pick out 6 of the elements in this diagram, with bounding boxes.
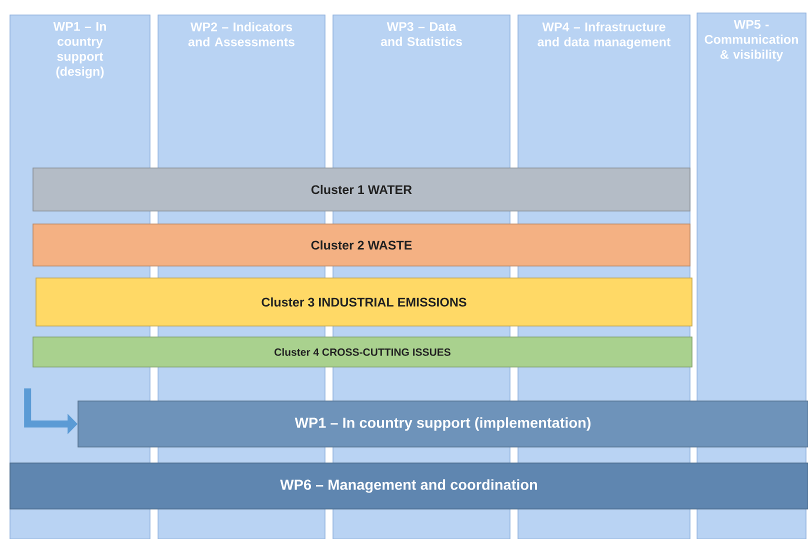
band-box: WP1 – In country support (implementation) xyxy=(78,400,808,448)
band-box: Cluster 1 WATER xyxy=(32,168,690,212)
band-box: Cluster 3 INDUSTRIAL EMISSIONS xyxy=(36,278,692,326)
band-box: Cluster 4 CROSS-CUTTING ISSUES xyxy=(32,336,692,368)
band-box: Cluster 2 WASTE xyxy=(32,224,690,266)
band-box: WP6 – Management and coordination xyxy=(10,462,808,510)
